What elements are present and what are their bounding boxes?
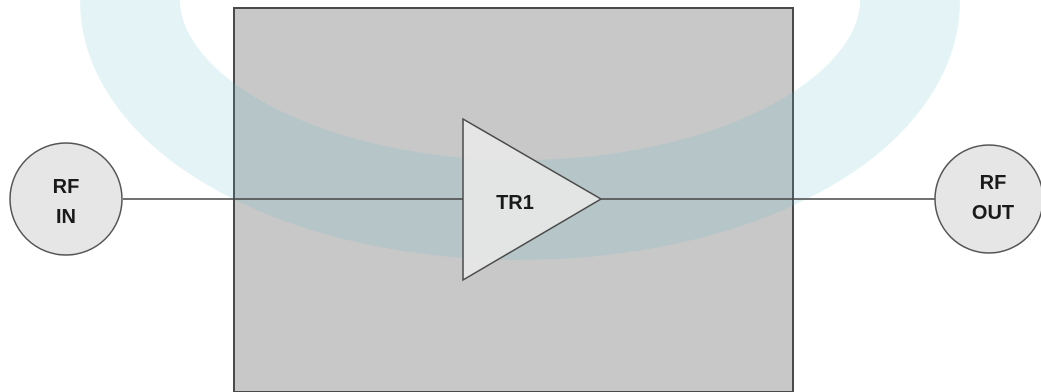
amplifier-tr1: TR1	[462, 117, 603, 282]
rf-in-circle	[9, 142, 123, 256]
rf-in-label-line1: RF	[53, 176, 80, 198]
amplifier-triangle-icon	[462, 117, 603, 282]
rf-out-label-line2: OUT	[972, 202, 1014, 224]
rf-in-port: RF IN	[9, 142, 123, 256]
rf-out-label-line1: RF	[980, 172, 1007, 194]
rf-in-label-line2: IN	[56, 206, 76, 228]
rf-out-circle	[934, 144, 1041, 254]
rf-out-port: RF OUT	[934, 144, 1041, 254]
amplifier-label: TR1	[496, 192, 534, 214]
